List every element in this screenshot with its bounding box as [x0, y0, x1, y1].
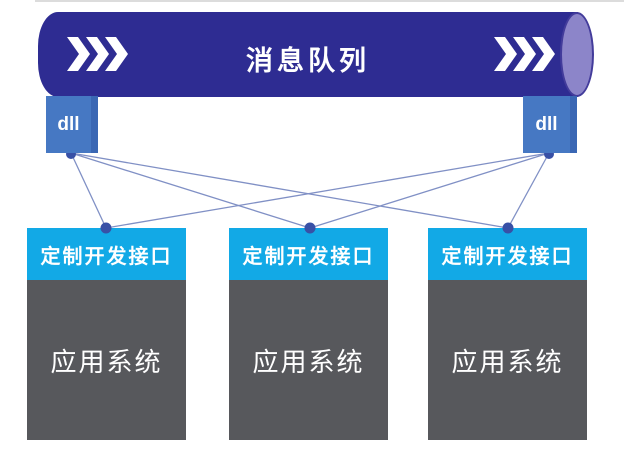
connection-node-dot — [100, 222, 112, 234]
message-queue-cylinder — [38, 12, 578, 97]
connection-line — [70, 152, 107, 229]
system-interface-header: 定制开发接口 — [428, 228, 587, 280]
connection-node-dot — [502, 222, 514, 234]
dll-connector-right: dll — [523, 96, 577, 153]
connection-line — [70, 152, 509, 229]
connection-node-dot — [304, 222, 316, 234]
system-box: 定制开发接口 应用系统 — [229, 228, 388, 440]
message-queue-label: 消息队列 — [246, 46, 370, 76]
top-hairline — [35, 0, 624, 2]
system-interface-header: 定制开发接口 — [27, 228, 186, 280]
chevron-right-icon — [67, 37, 128, 71]
connection-line — [70, 152, 311, 229]
system-interface-header: 定制开发接口 — [229, 228, 388, 280]
system-body-label: 应用系统 — [428, 280, 587, 440]
system-body-label: 应用系统 — [229, 280, 388, 440]
message-queue-cylinder-cap — [560, 12, 594, 97]
system-body-label: 应用系统 — [27, 280, 186, 440]
chevron-right-icon — [494, 37, 555, 71]
dll-label: dll — [535, 113, 558, 135]
dll-label: dll — [57, 113, 80, 135]
connection-line — [105, 152, 550, 229]
dll-connector-left: dll — [46, 96, 98, 153]
system-box: 定制开发接口 应用系统 — [27, 228, 186, 440]
system-box: 定制开发接口 应用系统 — [428, 228, 587, 440]
connection-line — [309, 152, 550, 229]
connection-line — [507, 152, 550, 229]
